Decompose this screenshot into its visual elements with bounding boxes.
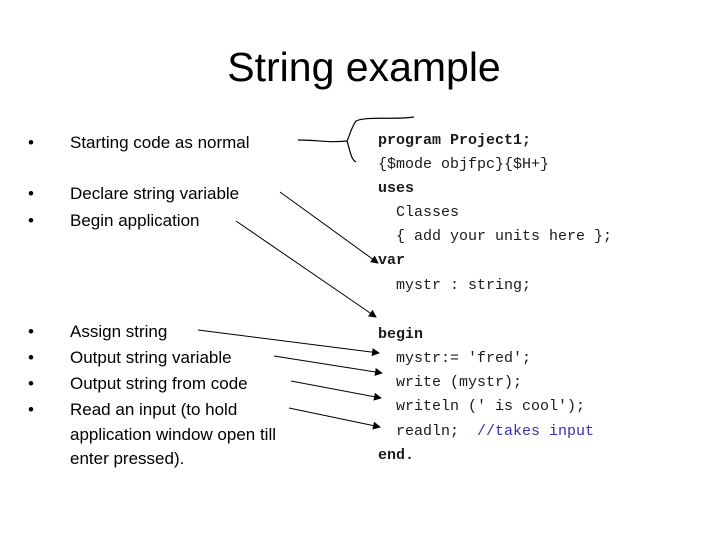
bullet-text-continued: enter pressed).: [70, 449, 185, 468]
code-line: mystr : string;: [378, 277, 532, 294]
arrow-read-input: [288, 407, 381, 430]
bullet-text: Assign string: [70, 322, 168, 341]
brace-connector-lower: [346, 140, 357, 163]
arrow-output-from-code: [290, 380, 382, 401]
bullet-text: Starting code as normal: [70, 133, 250, 152]
bullet-text: Output string variable: [70, 348, 232, 367]
code-line: var: [378, 252, 406, 269]
code-text: readln;: [378, 423, 478, 440]
bullet-marker: •: [28, 211, 34, 230]
code-comment: //takes input: [477, 423, 595, 440]
code-line: Classes: [378, 204, 460, 221]
code-line: mystr:= 'fred';: [378, 350, 532, 367]
bullet-marker: •: [28, 184, 34, 203]
bullet-text: Read an input (to hold: [70, 400, 238, 419]
bullet-marker: •: [28, 400, 34, 419]
code-line: begin: [378, 326, 424, 343]
code-line: write (mystr);: [378, 374, 523, 391]
arrow-output-variable: [273, 355, 383, 376]
code-line: { add your units here };: [378, 228, 613, 245]
bullet-text-continued: application window open till: [70, 425, 277, 444]
bullet-marker: •: [28, 374, 34, 393]
code-line: program Project1;: [378, 132, 532, 149]
code-line: readln; //takes input: [378, 422, 594, 442]
bullet-marker: •: [28, 348, 34, 367]
bullet-marker: •: [28, 322, 34, 341]
code-line: {$mode objfpc}{$H+}: [378, 156, 550, 173]
slide-title: String example: [227, 44, 501, 90]
bullet-marker: •: [28, 133, 34, 152]
arrow-declare-string: [279, 191, 379, 264]
code-line: uses: [378, 180, 415, 197]
code-line: writeln (' is cool');: [378, 398, 586, 415]
bullet-text: Begin application: [70, 211, 200, 230]
bullet-text: Declare string variable: [70, 184, 240, 203]
bullet-text: Output string from code: [70, 374, 248, 393]
code-line: end.: [378, 447, 415, 464]
arrow-begin-application: [235, 220, 377, 318]
